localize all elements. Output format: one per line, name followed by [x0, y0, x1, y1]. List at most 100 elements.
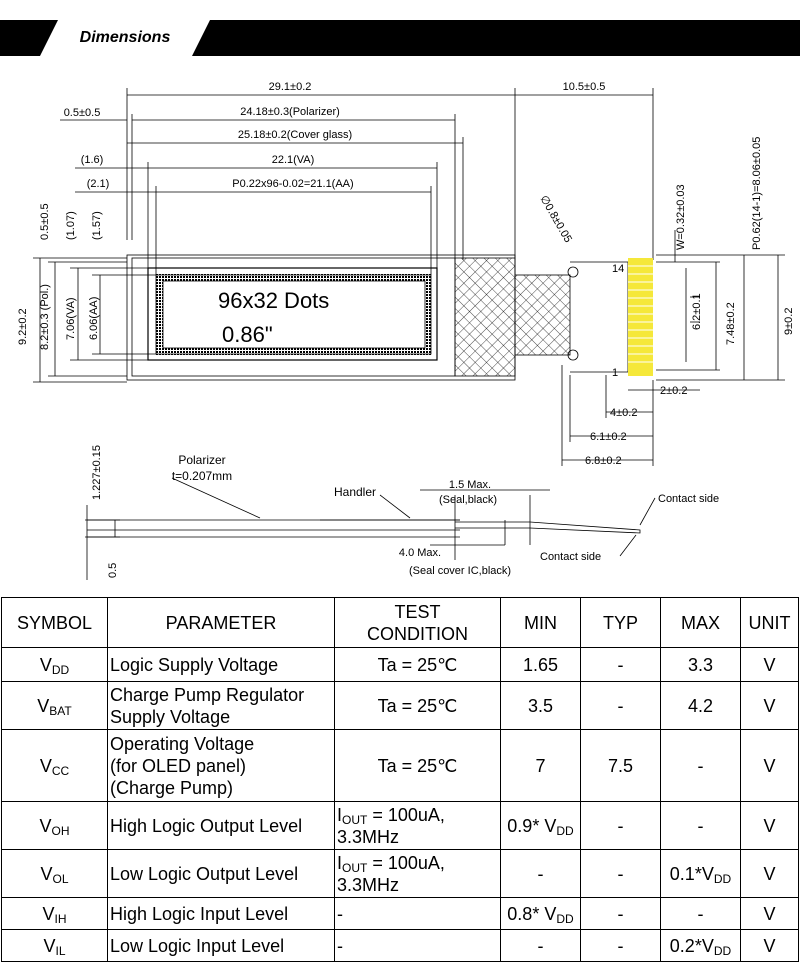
cell-min: 0.9* VDD [500, 801, 581, 850]
cell-symbol: VIH [1, 897, 108, 930]
cell-symbol: VCC [1, 729, 108, 802]
header-parameter: PARAMETER [107, 597, 335, 648]
cell-typ: - [580, 801, 661, 850]
seal-max: 1.5 Max. [449, 479, 491, 491]
seal-cover-max: 4.0 Max. [399, 547, 441, 559]
dim-base-thickness: 0.5 [107, 563, 119, 578]
cell-test-condition: - [334, 897, 501, 930]
screen-size-label: 0.86" [222, 322, 273, 347]
dim-va-width: 22.1(VA) [272, 154, 315, 166]
pin-1-label: 1 [612, 367, 618, 379]
cell-typ: - [580, 897, 661, 930]
pin-14-label: 14 [612, 263, 624, 275]
dim-4: 4±0.2 [610, 407, 637, 419]
dim-va-height: 7.06(VA) [65, 297, 77, 340]
cell-unit: V [740, 681, 799, 730]
cell-test-condition: IOUT = 100uA,3.3MHz [334, 849, 501, 898]
dim-aa-height: 6.06(AA) [88, 297, 100, 340]
cell-unit: V [740, 929, 799, 962]
cell-typ: - [580, 929, 661, 962]
cell-max: - [660, 801, 741, 850]
dim-7-48: 7.48±0.2 [725, 302, 737, 345]
cell-test-condition: Ta = 25℃ [334, 647, 501, 682]
dim-pol-height: 8.2±0.3 (Pol.) [39, 284, 51, 350]
cell-parameter: Operating Voltage(for OLED panel)(Charge… [107, 729, 335, 802]
contact-side-top: Contact side [658, 493, 719, 505]
cell-parameter: Low Logic Input Level [107, 929, 335, 962]
cell-unit: V [740, 729, 799, 802]
cell-typ: 7.5 [580, 729, 661, 802]
dim-polarizer-offset: 0.5±0.5 [64, 107, 101, 119]
cell-min: 3.5 [500, 681, 581, 730]
dim-va-offset: (1.6) [81, 154, 104, 166]
cell-symbol: VOH [1, 801, 108, 850]
seal-cover-ic: (Seal cover IC,black) [409, 565, 511, 577]
section-banner: Dimensions [0, 20, 800, 56]
cell-symbol: VOL [1, 849, 108, 898]
dim-9: 9±0.2 [783, 308, 795, 335]
cell-test-condition: Ta = 25℃ [334, 729, 501, 802]
cell-symbol: VDD [1, 647, 108, 682]
polarizer-label: Polarizer [178, 453, 225, 467]
section-title: Dimensions [79, 29, 171, 46]
cell-parameter: Logic Supply Voltage [107, 647, 335, 682]
cell-min: - [500, 849, 581, 898]
dim-hole-diameter: ∅0.8±0.05 [537, 194, 574, 245]
header-unit: UNIT [740, 597, 799, 648]
header-typ: TYP [580, 597, 661, 648]
cell-parameter: Low Logic Output Level [107, 849, 335, 898]
pin-area [628, 258, 653, 376]
cell-typ: - [580, 647, 661, 682]
dim-6-1: 6.1±0.2 [590, 431, 627, 443]
header-max: MAX [660, 597, 741, 648]
dim-aa-width: P0.22x96-0.02=21.1(AA) [232, 178, 353, 190]
cell-unit: V [740, 849, 799, 898]
cell-symbol: VBAT [1, 681, 108, 730]
cell-max: 3.3 [660, 647, 741, 682]
cell-unit: V [740, 647, 799, 682]
cell-max: 4.2 [660, 681, 741, 730]
dim-fpc-length: 10.5±0.5 [563, 81, 606, 93]
dim-overall-length: 29.1±0.2 [269, 81, 312, 93]
cell-parameter: High Logic Input Level [107, 897, 335, 930]
cell-typ: - [580, 849, 661, 898]
dim-6-8: 6.8±0.2 [585, 455, 622, 467]
cell-max: - [660, 897, 741, 930]
header-min: MIN [500, 597, 581, 648]
dim-pin-width: W=0.32±0.03 [675, 184, 687, 250]
cell-test-condition: - [334, 929, 501, 962]
dim-2: 2±0.2 [660, 385, 687, 397]
dim-6-2: 6.2±0.1 [691, 293, 703, 330]
dim-aa-top: (1.57) [91, 211, 103, 240]
dimension-drawing: 29.1±0.2 10.5±0.5 0.5±0.5 24.18±0.3(Pola… [17, 81, 795, 580]
dim-thickness: 1.227±0.15 [91, 445, 103, 500]
cell-min: 0.8* VDD [500, 897, 581, 930]
cell-symbol: VIL [1, 929, 108, 962]
cell-typ: - [580, 681, 661, 730]
cell-test-condition: Ta = 25℃ [334, 681, 501, 730]
dim-pin-pitch: P0.62(14-1)=8.06±0.05 [751, 137, 763, 250]
polarizer-thickness: t=0.207mm [172, 469, 232, 483]
cell-min: 1.65 [500, 647, 581, 682]
section-tab: Dimensions [40, 20, 210, 56]
cell-unit: V [740, 897, 799, 930]
cell-max: 0.1*VDD [660, 849, 741, 898]
dim-aa-offset: (2.1) [87, 178, 110, 190]
dim-va-top: (1.07) [65, 211, 77, 240]
contact-side-bottom: Contact side [540, 551, 601, 563]
seal-black: (Seal,black) [439, 494, 497, 506]
screen-dots-label: 96x32 Dots [218, 288, 329, 313]
dim-top-offset: 0.5±0.5 [39, 203, 51, 240]
handler-label: Handler [334, 485, 376, 499]
cell-unit: V [740, 801, 799, 850]
dim-height: 9.2±0.2 [17, 308, 29, 345]
